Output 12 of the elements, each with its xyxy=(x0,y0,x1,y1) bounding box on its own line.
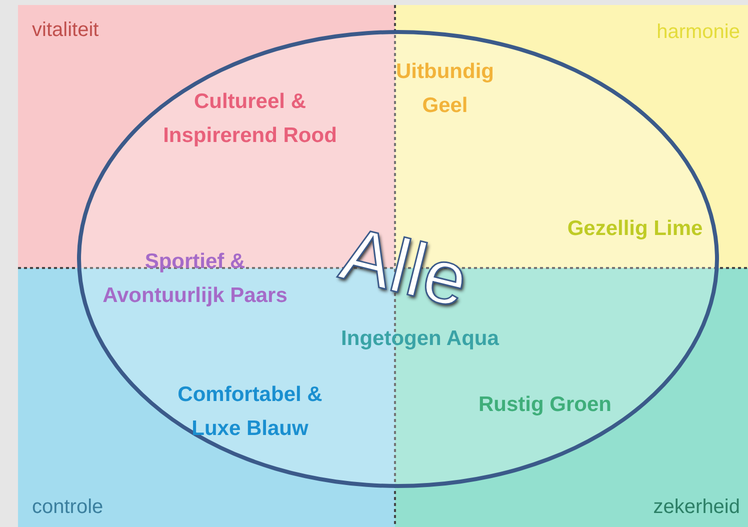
ellipse-label: Alle xyxy=(333,214,476,322)
color-label: Gezellig Lime xyxy=(566,216,704,242)
color-label: Uitbundig Geel xyxy=(395,59,495,119)
color-label: Comfortabel & Luxe Blauw xyxy=(176,382,324,442)
quadrant-label: controle xyxy=(32,496,104,519)
quadrant-label: harmonie xyxy=(656,21,740,44)
color-label: Cultureel & Inspirerend Rood xyxy=(162,89,338,149)
quadrant-label: zekerheid xyxy=(653,496,740,519)
color-label: Sportief & Avontuurlijk Paars xyxy=(102,249,288,309)
color-label: Rustig Groen xyxy=(477,392,612,418)
color-label: Ingetogen Aqua xyxy=(340,326,500,352)
quadrant-label: vitaliteit xyxy=(32,19,99,42)
